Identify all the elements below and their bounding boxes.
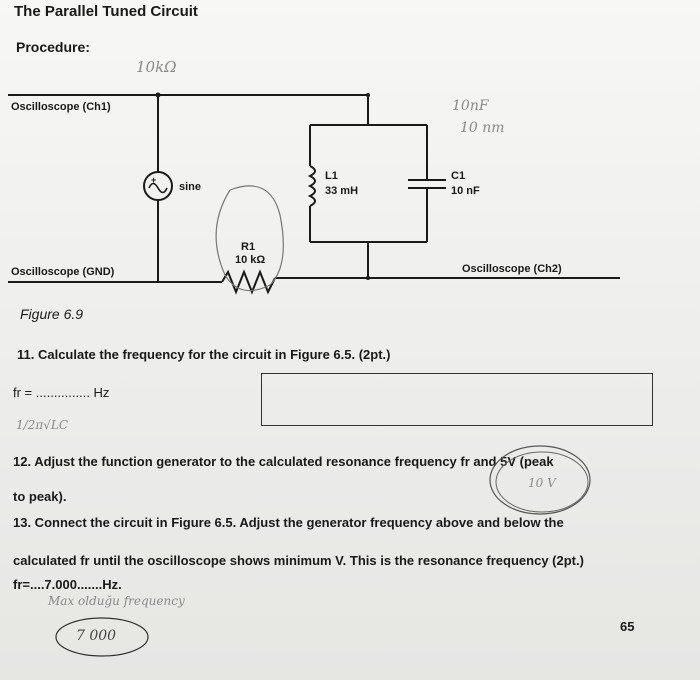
handwritten-circle-scribble bbox=[489, 445, 591, 515]
handwritten-circled-answer bbox=[55, 617, 149, 657]
inductor-coil-icon bbox=[307, 165, 316, 207]
handwritten-resistor-loop bbox=[215, 185, 284, 292]
question-13-line-1: 13. Connect the circuit in Figure 6.5. A… bbox=[13, 515, 564, 530]
svg-text:+: + bbox=[151, 175, 156, 185]
junction-dot bbox=[366, 276, 370, 280]
question-13-line-2: calculated fr until the oscilloscope sho… bbox=[13, 553, 584, 568]
handwritten-resistor-note: 10kΩ bbox=[136, 58, 177, 76]
r1-name-label: R1 bbox=[241, 241, 256, 253]
procedure-heading: Procedure: bbox=[16, 39, 90, 55]
handwritten-cap-note-1: 10nF bbox=[452, 98, 489, 114]
junction-dot bbox=[366, 93, 370, 97]
figure-caption: Figure 6.9 bbox=[20, 306, 84, 322]
question-11: 11. Calculate the frequency for the circ… bbox=[17, 347, 391, 362]
osc-ch2-label: Oscilloscope (Ch2) bbox=[462, 263, 562, 275]
c1-value-label: 10 nF bbox=[451, 185, 480, 197]
page-number: 65 bbox=[620, 619, 635, 634]
l1-name-label: L1 bbox=[325, 170, 338, 182]
source-label: sine bbox=[179, 181, 202, 193]
fr-blank-line: fr = ............... Hz bbox=[13, 385, 110, 400]
c1-name-label: C1 bbox=[451, 170, 466, 182]
l1-value-label: 33 mH bbox=[325, 185, 359, 197]
question-12-line-2: to peak). bbox=[13, 489, 67, 504]
r1-value-label: 10 kΩ bbox=[235, 254, 266, 266]
osc-gnd-label: Oscilloscope (GND) bbox=[11, 266, 115, 278]
handwritten-cap-note-2: 10 nm bbox=[460, 120, 505, 136]
answer-box[interactable] bbox=[261, 373, 653, 426]
circuit-diagram: + bbox=[8, 92, 620, 295]
fr-answer-line: fr=....7.000.......Hz. bbox=[13, 577, 122, 592]
r1-resistor-symbol bbox=[221, 269, 276, 295]
page-title: The Parallel Tuned Circuit bbox=[14, 3, 198, 20]
question-12-line-1: 12. Adjust the function generator to the… bbox=[13, 454, 554, 469]
handwritten-vpp-note: 10 V bbox=[528, 476, 556, 490]
handwritten-circled-value: 7 000 bbox=[76, 628, 117, 644]
handwritten-formula: 1/2π√LC bbox=[16, 418, 68, 432]
junction-dot bbox=[155, 92, 161, 98]
ac-source-icon: + bbox=[143, 171, 173, 201]
handwritten-frequency-note: Max olduğu frequency bbox=[48, 594, 185, 608]
osc-ch1-label: Oscilloscope (Ch1) bbox=[11, 101, 111, 113]
